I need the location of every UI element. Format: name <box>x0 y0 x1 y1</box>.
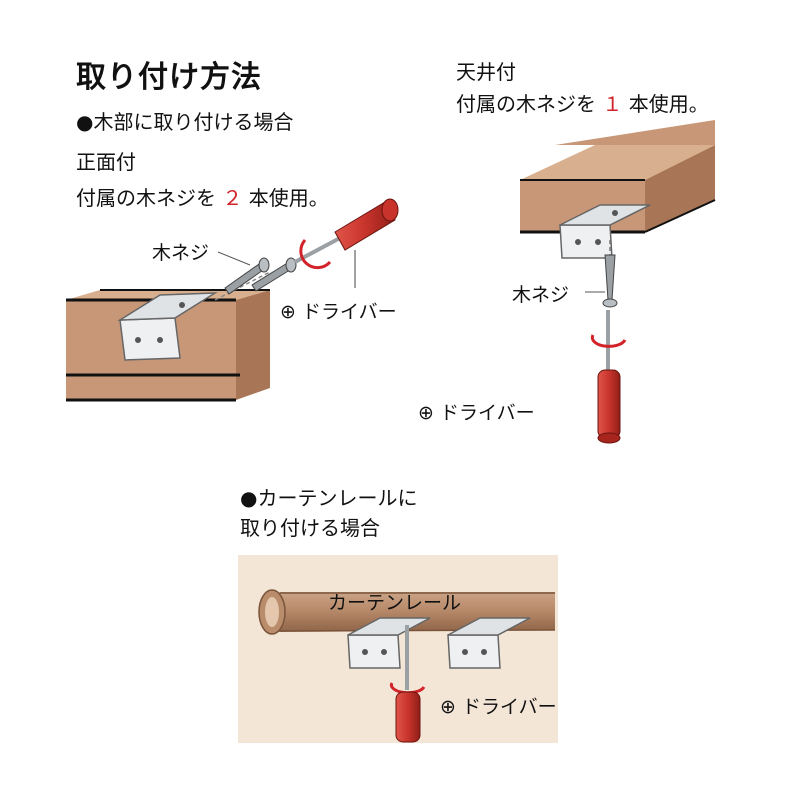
front-usage-text: 付属の木ネジを ２ 本使用。 <box>76 186 329 210</box>
ceiling-mount-label: 天井付 <box>456 60 516 84</box>
rail-label: カーテンレール <box>328 592 462 614</box>
front-screws <box>214 251 297 301</box>
ceiling-screw-label: 木ネジ <box>512 284 570 306</box>
ceiling-bracket <box>559 204 651 259</box>
front-usage-prefix: 付属の木ネジを <box>76 186 216 210</box>
rail-bracket-right <box>447 617 531 669</box>
ceiling-screw <box>585 240 618 308</box>
front-usage-count: ２ <box>222 186 243 210</box>
rail-screwdriver <box>389 625 426 743</box>
ceiling-screwdriver <box>590 310 627 444</box>
front-screwdriver <box>294 198 399 288</box>
ceiling-usage-text: 付属の木ネジを １ 本使用。 <box>456 92 709 116</box>
rail-bracket-left <box>347 617 431 669</box>
rail-section-heading-line1: ●カーテンレールに <box>240 486 418 510</box>
ceiling-wood-block <box>520 120 716 234</box>
rail-driver-label: ⊕ ドライバー <box>440 696 557 718</box>
ceiling-usage-count: １ <box>602 92 623 116</box>
front-mount-label: 正面付 <box>76 150 136 174</box>
ceiling-driver-label: ⊕ ドライバー <box>418 402 535 424</box>
front-driver-label: ⊕ ドライバー <box>280 301 397 323</box>
rail-section-heading-line2: 取り付ける場合 <box>240 516 380 540</box>
page-title: 取り付け方法 <box>76 60 262 95</box>
wood-section-heading: ●木部に取り付ける場合 <box>76 110 294 134</box>
front-bracket <box>117 292 218 361</box>
front-screw-label: 木ネジ <box>152 242 210 264</box>
ceiling-usage-suffix: 本使用。 <box>628 92 709 116</box>
ceiling-usage-prefix: 付属の木ネジを <box>456 92 596 116</box>
front-usage-suffix: 本使用。 <box>248 186 329 210</box>
